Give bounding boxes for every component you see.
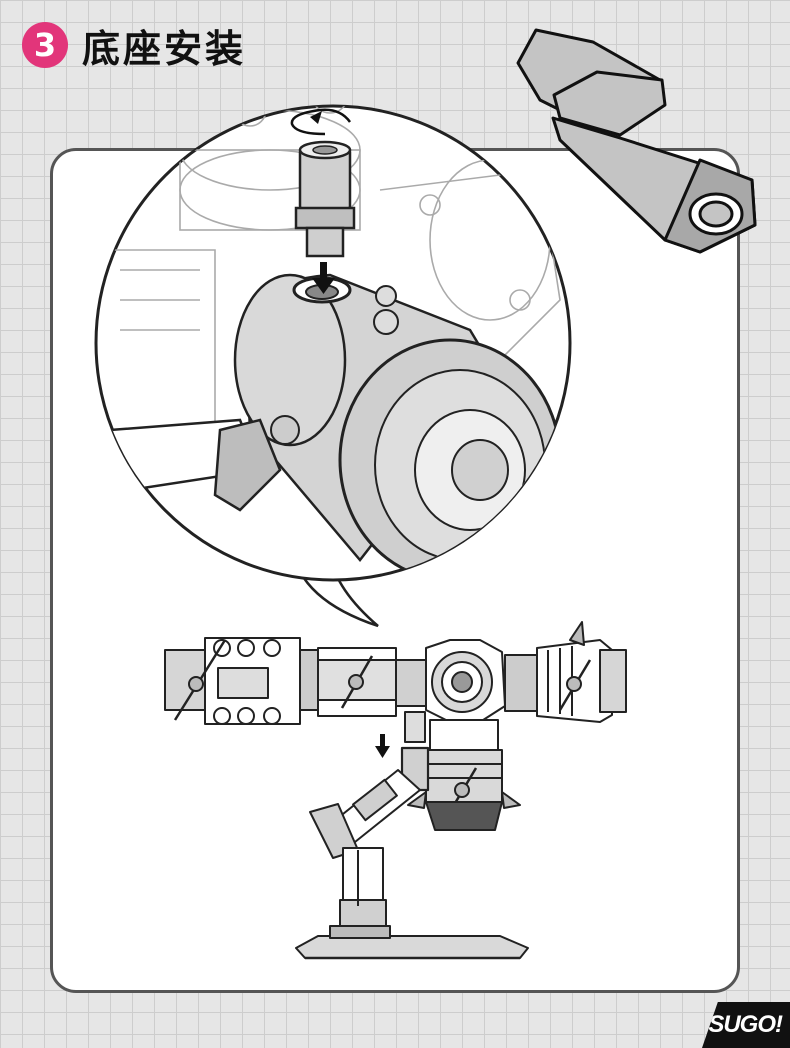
- full-assembly-drawing: [164, 621, 627, 960]
- rotate-arrow-icon: [290, 108, 352, 136]
- brand-logo-text: SUGO!: [708, 1011, 783, 1038]
- down-arrow-icon: [312, 262, 335, 294]
- assembly-down-arrow-icon: [375, 734, 390, 758]
- step-title: 底座安装: [82, 26, 247, 71]
- zoom-detail-circle: [94, 104, 572, 582]
- step-number-badge: 3: [22, 22, 68, 68]
- step-header: 3 底座安装: [22, 20, 247, 71]
- brand-logo: SUGO!: [702, 1002, 790, 1048]
- connector-part-illustration: [516, 28, 757, 254]
